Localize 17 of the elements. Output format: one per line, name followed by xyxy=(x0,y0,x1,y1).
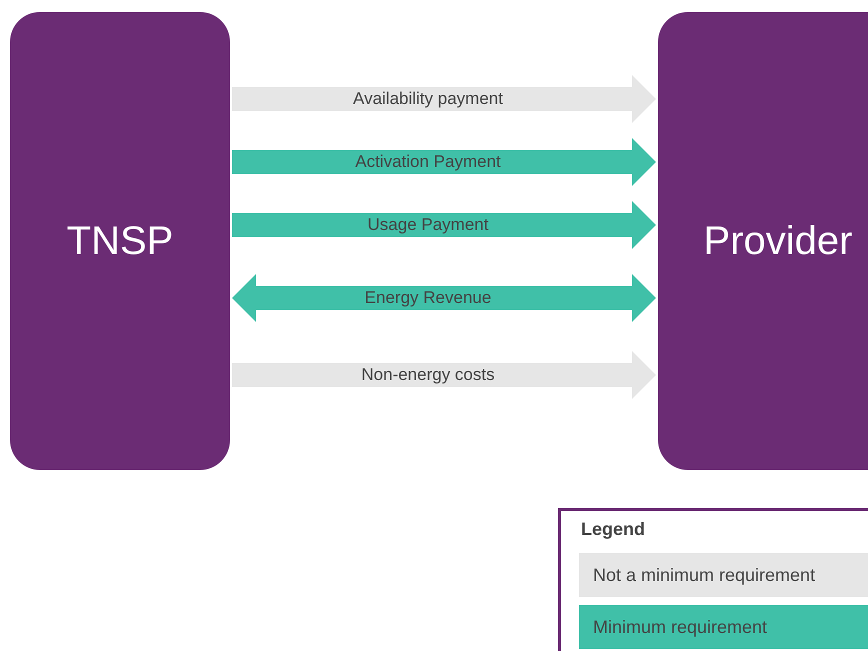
edge-label: Non-energy costs xyxy=(361,365,495,385)
edge-label: Activation Payment xyxy=(355,152,501,172)
legend-swatch: Minimum requirement xyxy=(579,605,868,649)
arrow xyxy=(232,138,656,186)
arrow xyxy=(232,75,656,123)
legend-title: Legend xyxy=(581,519,646,540)
edge-label: Availability payment xyxy=(353,89,503,109)
entity-label: Provider xyxy=(704,218,852,264)
entity-box xyxy=(658,12,868,470)
edge-label: Energy Revenue xyxy=(364,288,492,308)
edge-label: Usage Payment xyxy=(368,215,488,235)
entity-box xyxy=(10,12,230,470)
entity-label: TNSP xyxy=(66,218,174,264)
arrow xyxy=(232,274,656,322)
legend-swatch: Not a minimum requirement xyxy=(579,553,868,597)
arrow xyxy=(232,351,656,399)
arrow xyxy=(232,201,656,249)
